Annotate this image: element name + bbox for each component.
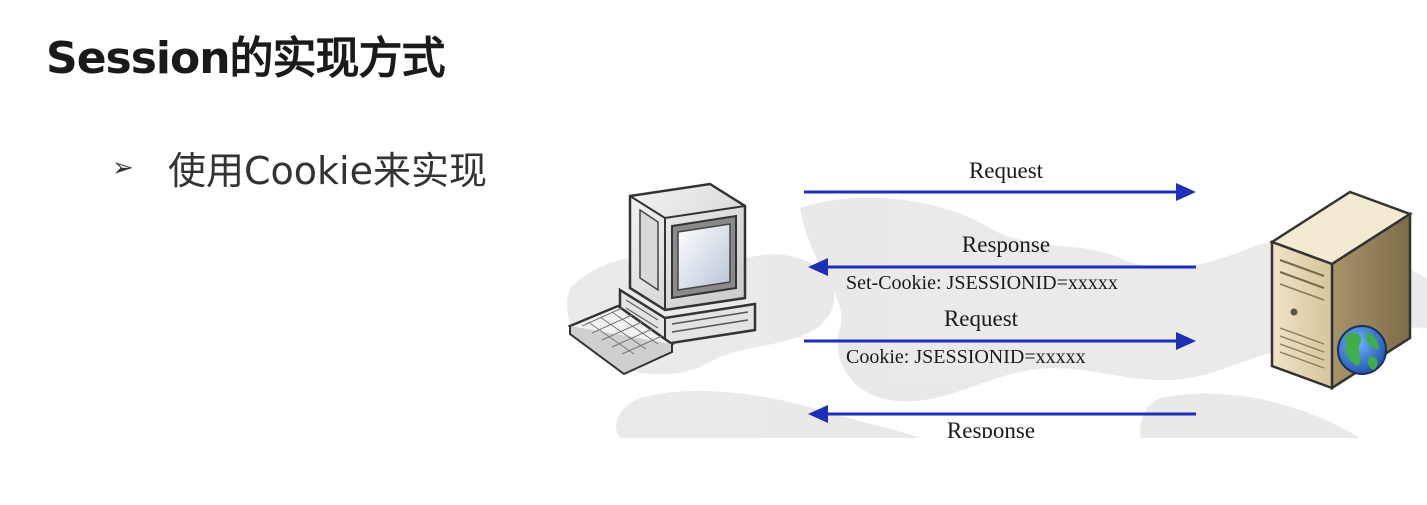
message-label-request-1: Request — [968, 158, 1044, 183]
bullet-item: ➢ 使用Cookie来实现 — [112, 140, 487, 195]
message-label-request-2: Request — [943, 306, 1019, 331]
arrow-response-1 — [808, 258, 1196, 276]
message-label-response-2: Response — [946, 418, 1036, 438]
server-tower-globe-icon — [1269, 190, 1413, 391]
bullet-text: 使用Cookie来实现 — [168, 149, 487, 193]
arrow-request-2 — [804, 332, 1196, 350]
diagram-graphics — [566, 182, 1427, 438]
desktop-computer-icon — [567, 182, 757, 376]
message-detail-set-cookie: Set-Cookie: JSESSIONID=xxxxx — [846, 272, 1118, 294]
cookie-session-diagram: Request Response Set-Cookie: JSESSIONID=… — [560, 148, 1427, 438]
slide-title: Session的实现方式 — [46, 33, 446, 84]
message-detail-cookie: Cookie: JSESSIONID=xxxxx — [846, 346, 1086, 368]
arrow-response-2 — [808, 405, 1196, 423]
bullet-arrow-icon: ➢ — [112, 152, 134, 183]
message-label-response-1: Response — [961, 232, 1051, 257]
arrow-request-1 — [804, 183, 1196, 201]
